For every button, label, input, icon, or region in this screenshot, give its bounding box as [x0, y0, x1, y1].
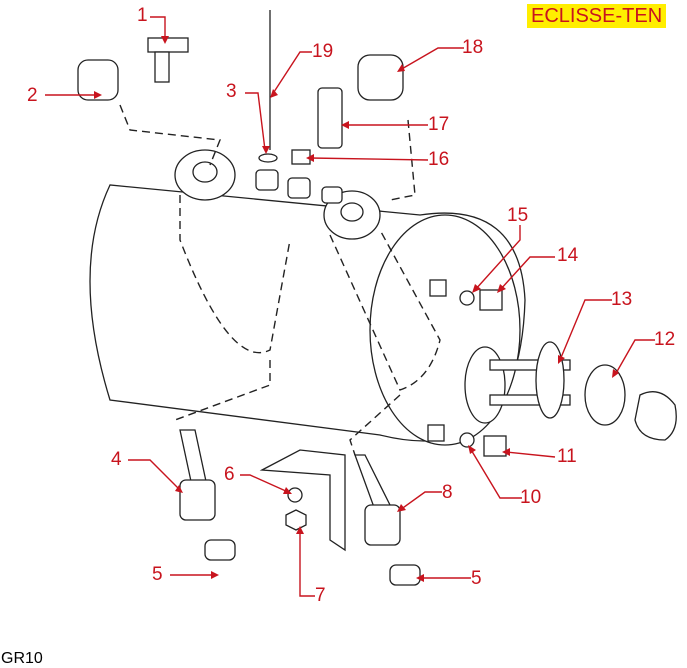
elbow-left — [77, 59, 119, 101]
callout-14: 14 — [557, 245, 579, 266]
callout-19: 19 — [312, 41, 334, 62]
callout-12: 12 — [654, 329, 676, 350]
element-cap — [634, 391, 677, 441]
valve-17 — [317, 87, 343, 149]
element-gasket — [535, 341, 565, 419]
callout-4: 4 — [111, 449, 122, 470]
callout-5-left: 5 — [152, 564, 163, 585]
callout-15: 15 — [507, 205, 529, 226]
callout-13: 13 — [611, 289, 633, 310]
probe-right — [354, 454, 391, 511]
callout-2: 2 — [27, 85, 38, 106]
callout-6: 6 — [224, 464, 235, 485]
element-head — [584, 364, 626, 426]
model-badge: ECLISSE-TEN — [527, 4, 667, 28]
callout-7: 7 — [315, 585, 326, 606]
diagram-code: GR10 — [1, 650, 43, 667]
tee-fitting — [147, 37, 189, 53]
callout-11: 11 — [557, 446, 577, 467]
elbow-right — [357, 54, 404, 101]
callout-3: 3 — [226, 81, 237, 102]
mounting-bracket — [259, 449, 346, 552]
element-flange — [464, 346, 506, 424]
callout-8: 8 — [442, 482, 453, 503]
callout-10: 10 — [520, 487, 542, 508]
callout-16: 16 — [428, 149, 450, 170]
callout-17: 17 — [428, 114, 450, 135]
callout-5-right: 5 — [471, 568, 482, 589]
callout-18: 18 — [462, 37, 484, 58]
callout-1: 1 — [137, 5, 148, 26]
